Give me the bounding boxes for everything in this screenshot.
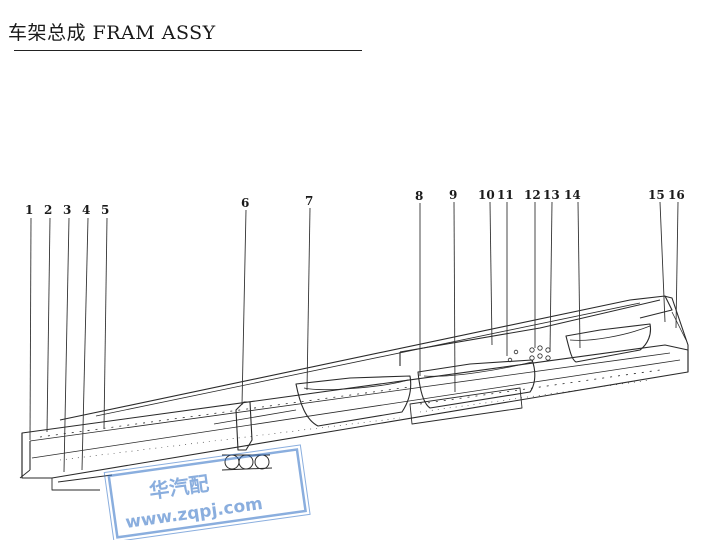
title-underline [14, 50, 362, 51]
crossmember-14 [565, 323, 652, 363]
callout-13: 13 [543, 188, 560, 202]
watermark-line1: 华汽配 [148, 471, 211, 503]
callout-2: 2 [44, 203, 52, 217]
callout-1: 1 [25, 203, 33, 217]
rear-bracket [663, 295, 689, 372]
callout-4: 4 [82, 203, 90, 217]
page-title: 车架总成 FRAM ASSY [8, 22, 216, 44]
frame-drawing [19, 295, 689, 491]
rivet-cluster [507, 345, 551, 363]
callout-5: 5 [101, 203, 109, 217]
crossmember-7 [295, 375, 412, 427]
callout-14: 14 [564, 188, 581, 202]
crossmember-6 [235, 401, 253, 451]
side-rail-far [59, 295, 673, 421]
callout-labels: 1 2 3 4 5 6 7 8 9 10 11 12 13 14 15 16 [25, 188, 685, 217]
watermark-stamp-icon: 华汽配 www.zqpj.com [103, 444, 311, 540]
callout-9: 9 [449, 188, 457, 202]
front-bumper [21, 433, 31, 478]
callout-7: 7 [305, 194, 313, 208]
leader-lines [29, 201, 679, 473]
crossmember-9 [417, 359, 536, 409]
callout-3: 3 [63, 203, 71, 217]
side-rail-near [21, 344, 689, 479]
callout-10: 10 [478, 188, 495, 202]
callout-15: 15 [648, 188, 665, 202]
callout-11: 11 [497, 188, 514, 202]
callout-8: 8 [415, 189, 423, 203]
callout-16: 16 [668, 188, 685, 202]
callout-12: 12 [524, 188, 541, 202]
callout-6: 6 [241, 196, 249, 210]
